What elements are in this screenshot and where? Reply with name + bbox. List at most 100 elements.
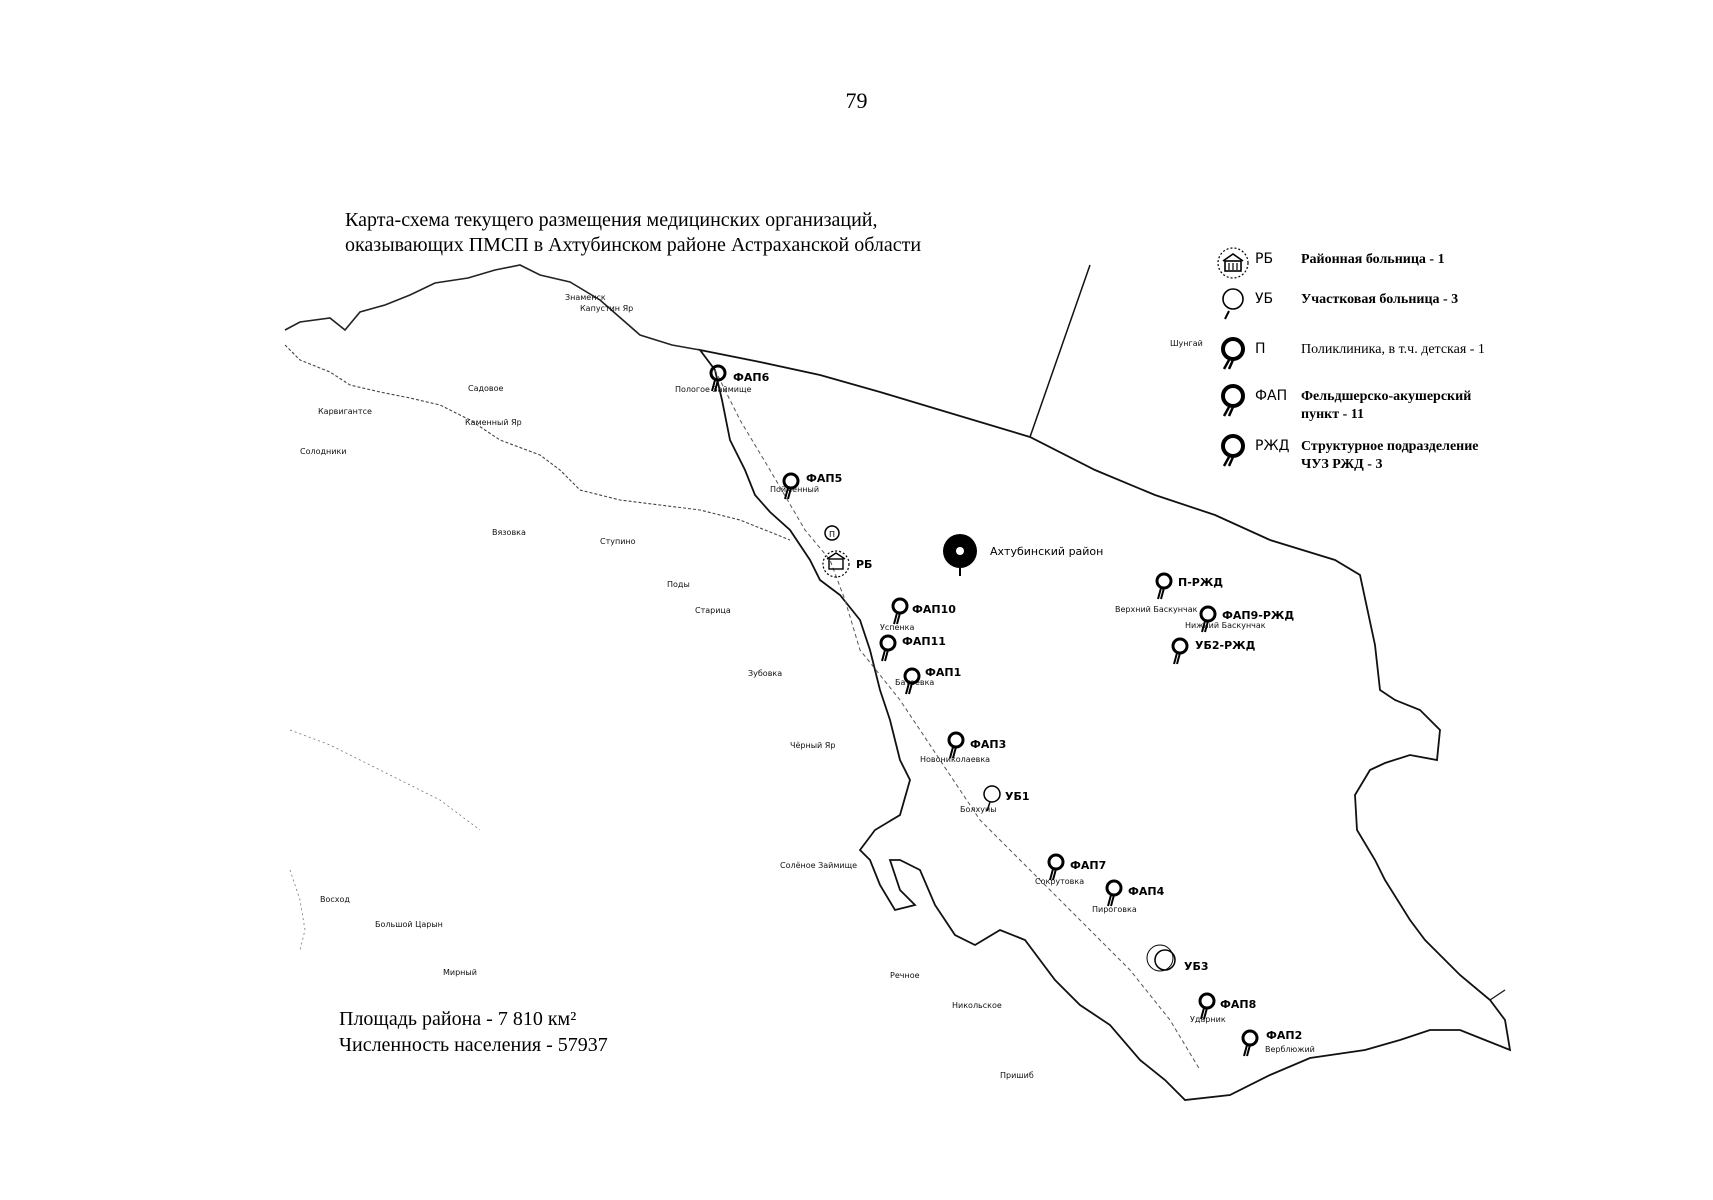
- svg-text:П-РЖД: П-РЖД: [1178, 576, 1223, 589]
- marker-fap7: ФАП7: [1047, 853, 1106, 882]
- legend-text: Участковая больница - 3: [1301, 292, 1459, 307]
- svg-text:ФАП11: ФАП11: [902, 635, 946, 648]
- pin-icon: [1221, 434, 1245, 467]
- district-center-marker: [943, 534, 977, 576]
- svg-text:П: П: [829, 530, 835, 539]
- page-number: 79: [845, 88, 868, 113]
- region-boundary-west: [284, 264, 701, 351]
- marker-ub2-rzhd: УБ2-РЖД: [1171, 637, 1256, 666]
- pin-icon: [1221, 337, 1245, 370]
- svg-text:ФАП10: ФАП10: [912, 603, 956, 616]
- svg-text:РБ: РБ: [856, 558, 872, 571]
- place-shungai: Шунгай: [1170, 339, 1203, 348]
- place-sokrutovka: Сокрутовка: [1035, 877, 1084, 886]
- place-mirny: Мирный: [443, 968, 477, 977]
- place-pody: Поды: [667, 580, 690, 589]
- marker-fap10: ФАП10: [891, 597, 956, 626]
- map-title-line1: Карта-схема текущего размещения медицинс…: [345, 209, 878, 231]
- place-novonikolaevka: Новониколаевка: [920, 755, 990, 764]
- legend-abbr: ФАП: [1255, 388, 1288, 404]
- place-nizhny-baskunchak: Нижний Баскунчак: [1185, 621, 1266, 630]
- svg-text:ФАП8: ФАП8: [1220, 998, 1256, 1011]
- place-udarnik: Ударник: [1190, 1015, 1226, 1024]
- marker-fap2: ФАП2: [1241, 1029, 1302, 1058]
- svg-text:ФАП4: ФАП4: [1128, 885, 1165, 898]
- place-verblyuzhy: Верблюжий: [1265, 1045, 1315, 1054]
- place-uspenka: Успенка: [880, 623, 914, 632]
- legend-p: П Поликлиника, в т.ч. детская - 1: [1215, 335, 1485, 371]
- place-sadovoe: Садовое: [468, 384, 504, 393]
- place-cherny-yar: Чёрный Яр: [790, 741, 835, 750]
- pin-icon: [1221, 384, 1245, 417]
- district-boundary: [697, 348, 1512, 1101]
- legend-text: Поликлиника, в т.ч. детская - 1: [1301, 342, 1485, 357]
- marker-fap3: ФАП3: [947, 731, 1006, 760]
- svg-text:ФАП1: ФАП1: [925, 666, 961, 679]
- neighbouring-district-line-2: [289, 869, 306, 951]
- place-vyazovka: Вязовка: [492, 528, 526, 537]
- svg-text:УБ1: УБ1: [1005, 790, 1030, 803]
- place-solodniki: Солодники: [300, 447, 346, 456]
- place-solenoe-zaimische: Солёное Займище: [780, 861, 857, 870]
- legend-abbr: РЖД: [1255, 438, 1290, 454]
- place-nikolskoe: Никольское: [952, 1001, 1002, 1010]
- legend-abbr: РБ: [1255, 251, 1274, 267]
- marker-p-rzhd: П-РЖД: [1155, 572, 1223, 601]
- svg-text:ФАП7: ФАП7: [1070, 859, 1106, 872]
- neighbouring-district-line: [289, 729, 481, 831]
- region-boundary-east: [1489, 989, 1506, 1001]
- marker-fap4: ФАП4: [1105, 879, 1165, 908]
- place-kamenny-yar: Каменный Яр: [465, 418, 522, 427]
- place-staritsa: Старица: [695, 606, 731, 615]
- place-kapustin-yar: Капустин Яр: [580, 304, 633, 313]
- place-poymenny: Пойменный: [770, 485, 819, 494]
- legend-rb: РБ Районная больница - 1: [1215, 245, 1445, 281]
- map-title: Карта-схема текущего размещения медицинс…: [345, 208, 921, 258]
- map-title-line2: оказывающих ПМСП в Ахтубинском районе Ас…: [345, 234, 922, 256]
- district-label: Ахтубинский район: [990, 545, 1103, 558]
- place-pirogovka: Пироговка: [1092, 905, 1137, 914]
- place-stupino: Ступино: [600, 537, 636, 546]
- marker-fap6: ФАП6: [709, 364, 770, 393]
- legend-text: Фельдшерско-акушерский пункт - 11: [1301, 389, 1472, 422]
- place-bolshoi-tsaryn: Большой Царын: [375, 920, 443, 929]
- outline-pin-icon: [1222, 288, 1244, 320]
- marker-rb: РБ: [822, 550, 872, 578]
- legend-abbr: П: [1255, 341, 1266, 357]
- legend-abbr: УБ: [1255, 291, 1274, 307]
- place-bolkhuny: Болхуны: [960, 805, 997, 814]
- marker-fap5: ФАП5: [782, 472, 842, 501]
- hospital-building-icon: [1217, 247, 1249, 279]
- svg-text:ФАП9-РЖД: ФАП9-РЖД: [1222, 609, 1294, 622]
- svg-text:ФАП6: ФАП6: [733, 371, 770, 384]
- legend-text: Структурное подразделение ЧУЗ РЖД - 3: [1301, 439, 1479, 472]
- legend-fap: ФАП Фельдшерско-акушерский пункт - 11: [1215, 382, 1481, 424]
- svg-text:УБ2-РЖД: УБ2-РЖД: [1195, 639, 1256, 652]
- volga-river-left-bank: [284, 344, 791, 541]
- akhtuba-river: [714, 369, 1201, 1071]
- marker-fap1: ФАП1: [903, 666, 961, 696]
- place-verkhny-baskunchak: Верхний Баскунчак: [1115, 605, 1198, 614]
- svg-text:ФАП3: ФАП3: [970, 738, 1006, 751]
- district-area: Площадь района - 7 810 км²: [339, 1008, 577, 1030]
- place-zubovka: Зубовка: [748, 669, 782, 678]
- legend-rzhd: РЖД Структурное подразделение ЧУЗ РЖД - …: [1215, 432, 1501, 474]
- legend-text: Районная больница - 1: [1301, 252, 1445, 267]
- svg-text:УБ3: УБ3: [1184, 960, 1209, 973]
- place-znamensk: Знаменск: [565, 293, 606, 302]
- district-stats: Площадь района - 7 810 км² Численность н…: [339, 1006, 608, 1058]
- place-voskhod: Восход: [320, 895, 350, 904]
- place-rechnoe: Речное: [890, 971, 920, 980]
- svg-text:ФАП5: ФАП5: [806, 472, 842, 485]
- marker-fap8: ФАП8: [1198, 992, 1256, 1021]
- marker-ub3: УБ3: [1146, 944, 1209, 973]
- place-karvigantse: Карвигантсе: [318, 407, 372, 416]
- legend-ub: УБ Участковая больница - 3: [1215, 285, 1458, 321]
- region-boundary-north: [1029, 264, 1091, 438]
- marker-ub1: УБ1: [983, 785, 1030, 812]
- marker-fap9-rzhd: ФАП9-РЖД: [1199, 605, 1294, 634]
- svg-text:ФАП2: ФАП2: [1266, 1029, 1302, 1042]
- marker-fap11: ФАП11: [879, 634, 946, 663]
- district-population: Численность населения - 57937: [339, 1034, 608, 1056]
